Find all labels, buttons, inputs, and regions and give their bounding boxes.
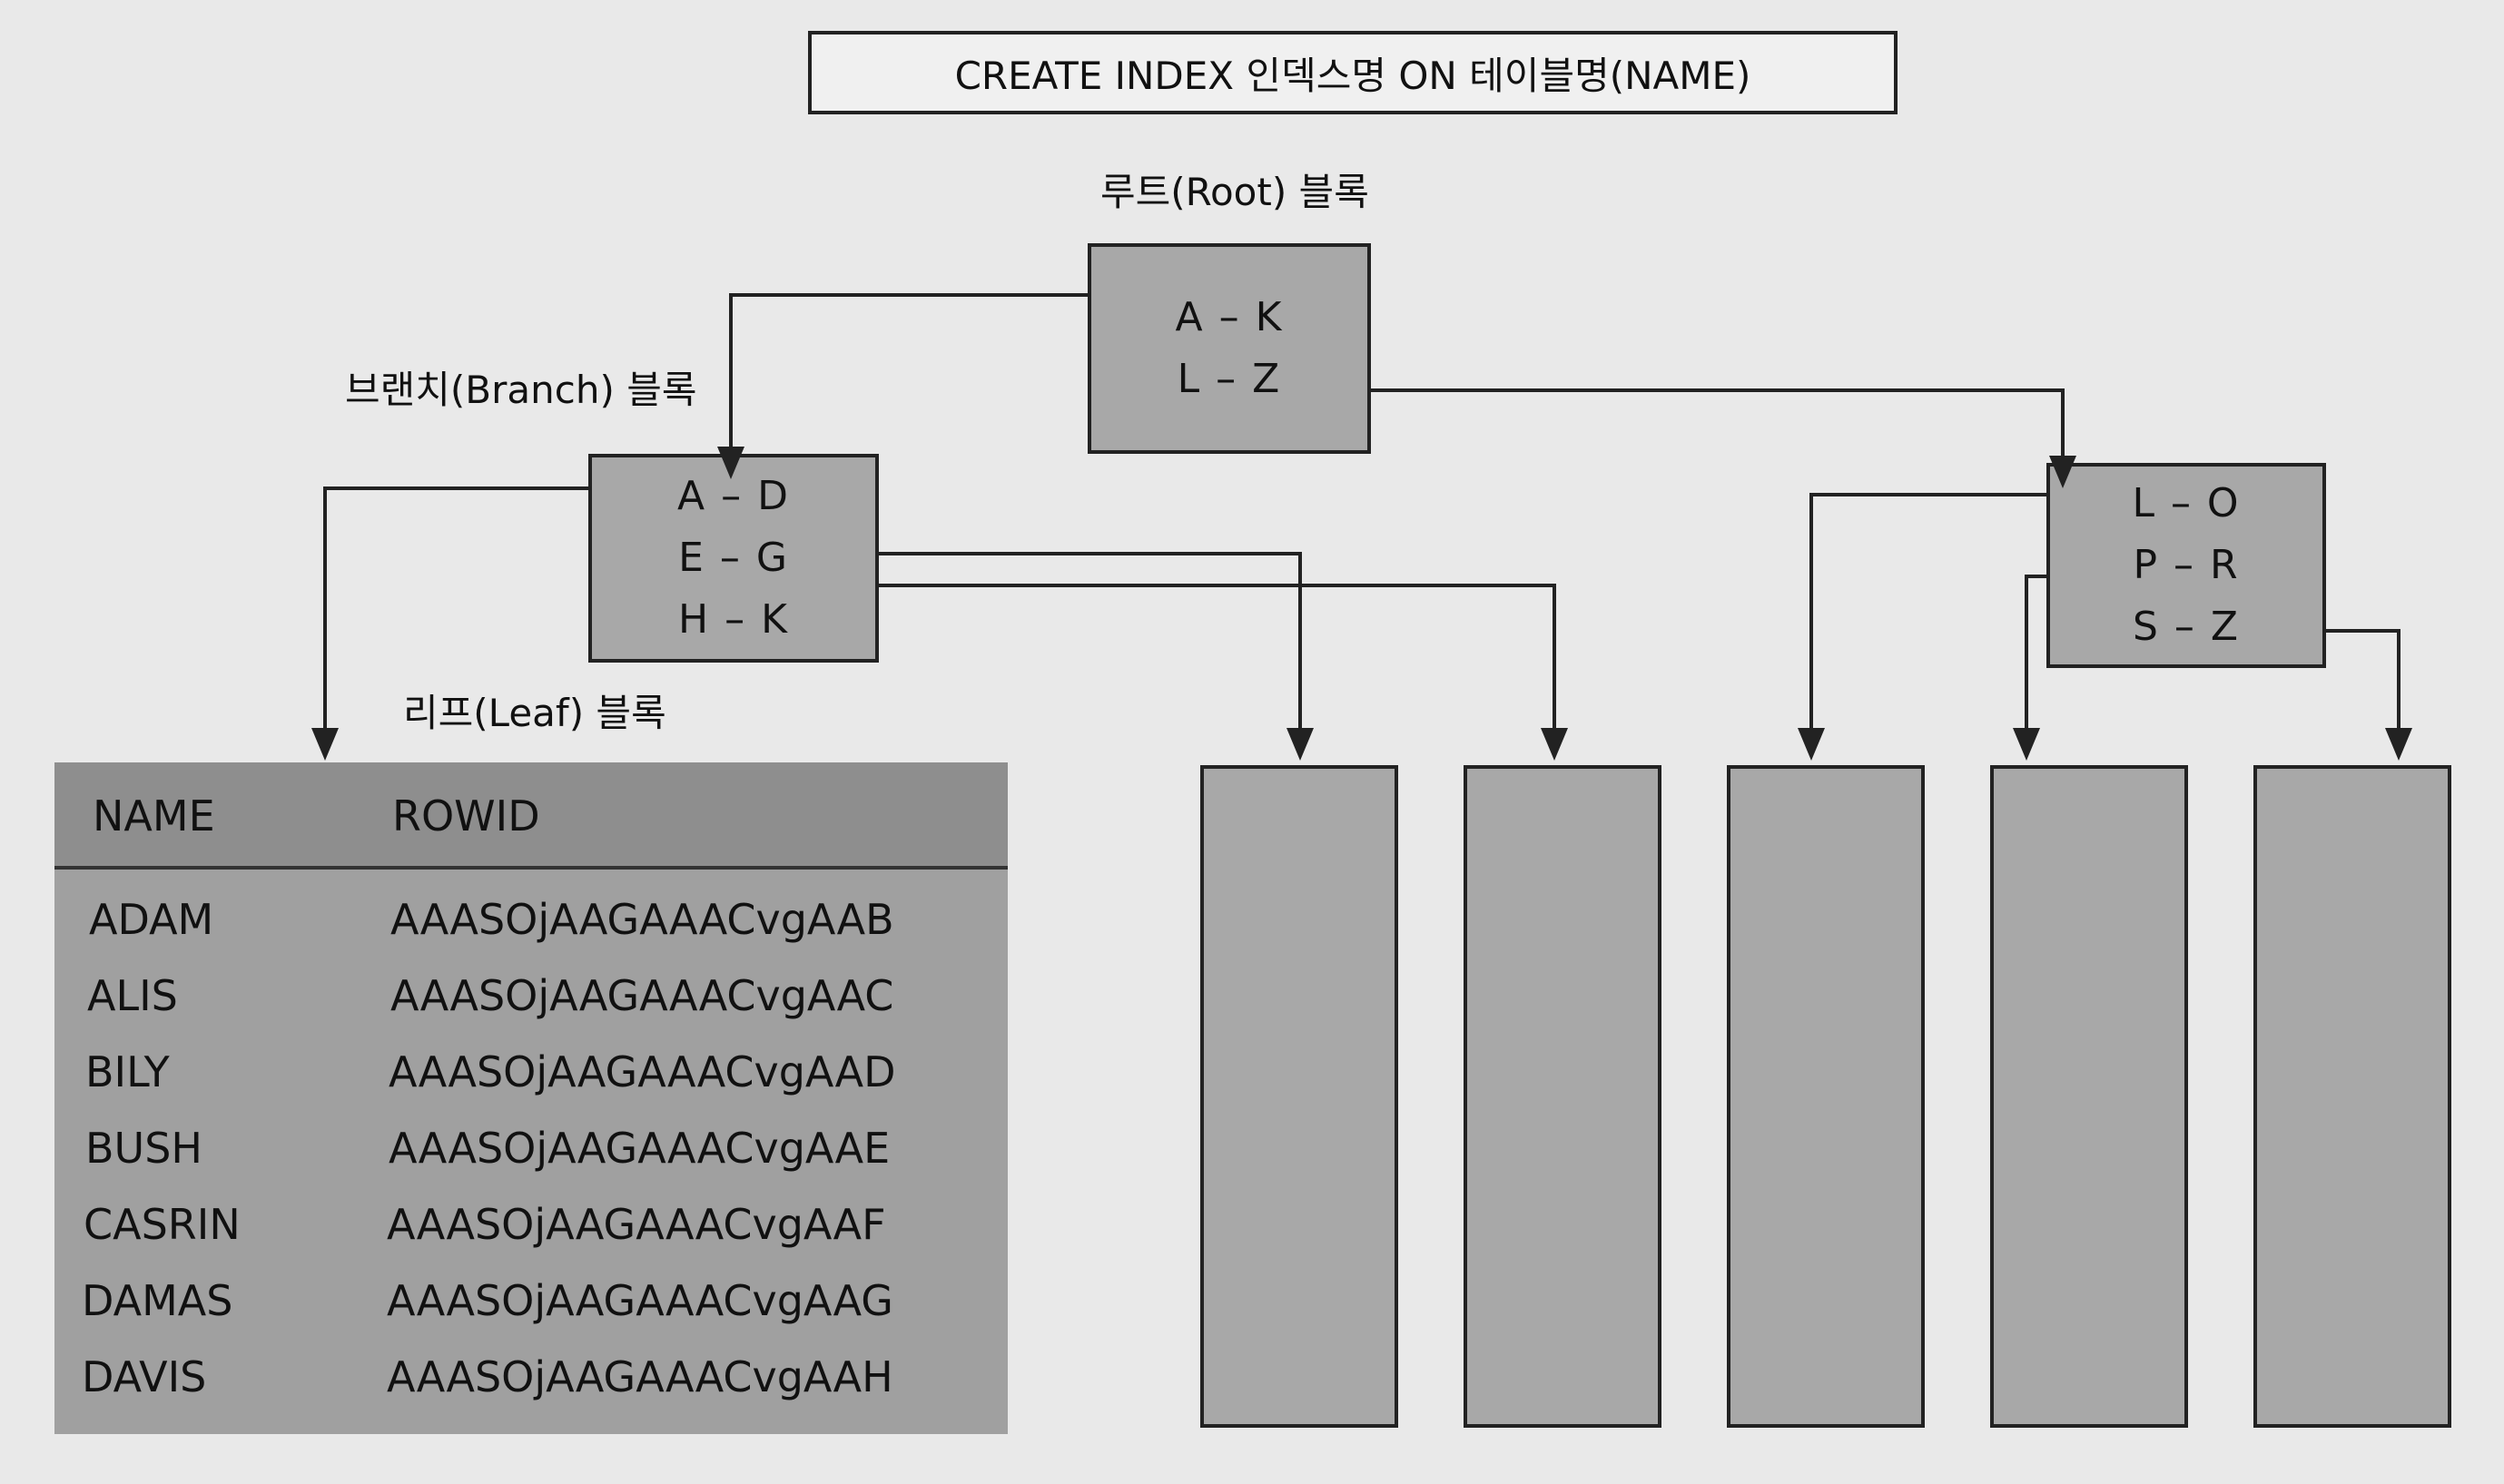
arrow-root-to-branch-right: [1371, 388, 2065, 456]
table-row: DAVIS AAASOjAAGAAACvgAAH: [54, 1340, 1008, 1416]
column-header-name: NAME: [93, 791, 215, 840]
branch-left-range-1: A – D: [677, 473, 790, 519]
cell-name: DAVIS: [82, 1352, 207, 1401]
root-block-label: 루트(Root) 블록: [1100, 170, 1369, 214]
arrow-branch-left-to-leaf-3: [879, 584, 1556, 755]
root-block: A – K L – Z: [1088, 243, 1371, 454]
arrowhead: [311, 728, 339, 761]
arrow-root-to-branch-left: [729, 293, 1088, 447]
cell-rowid: AAASOjAAGAAACvgAAB: [390, 895, 894, 944]
leaf-block-5: [1990, 765, 2188, 1428]
cell-name: BILY: [85, 1047, 170, 1096]
table-row: ADAM AAASOjAAGAAACvgAAB: [54, 882, 1008, 958]
leaf-block-2: [1200, 765, 1398, 1428]
arrowhead: [2385, 728, 2412, 761]
cell-rowid: AAASOjAAGAAACvgAAD: [389, 1047, 896, 1096]
cell-rowid: AAASOjAAGAAACvgAAF: [387, 1200, 886, 1249]
cell-rowid: AAASOjAAGAAACvgAAG: [387, 1276, 893, 1325]
branch-block-right: L – O P – R S – Z: [2046, 463, 2326, 668]
cell-name: ADAM: [89, 895, 214, 944]
arrow-branch-right-to-leaf-6: [2326, 629, 2400, 755]
leaf-block-4: [1727, 765, 1925, 1428]
branch-right-range-1: L – O: [2132, 480, 2241, 526]
branch-left-range-3: H – K: [678, 596, 789, 643]
root-range-2: L – Z: [1177, 356, 1282, 402]
cell-rowid: AAASOjAAGAAACvgAAE: [389, 1124, 891, 1173]
cell-rowid: AAASOjAAGAAACvgAAH: [387, 1352, 893, 1401]
column-header-rowid: ROWID: [392, 791, 540, 840]
create-index-statement: CREATE INDEX 인덱스명 ON 테이블명(NAME): [808, 31, 1898, 114]
cell-name: BUSH: [85, 1124, 203, 1173]
table-row: CASRIN AAASOjAAGAAACvgAAF: [54, 1187, 1008, 1263]
leaf-block-3: [1464, 765, 1661, 1428]
table-row: BILY AAASOjAAGAAACvgAAD: [54, 1035, 1008, 1111]
branch-right-range-2: P – R: [2133, 542, 2240, 588]
branch-block-left: A – D E – G H – K: [588, 454, 879, 663]
leaf-block-6: [2253, 765, 2451, 1428]
arrowhead: [1541, 728, 1568, 761]
branch-left-range-2: E – G: [678, 535, 789, 581]
arrow-branch-left-to-leaf-2: [879, 552, 1302, 755]
arrowhead: [1798, 728, 1825, 761]
root-range-1: A – K: [1175, 294, 1284, 340]
leaf-block-label: 리프(Leaf) 블록: [403, 691, 666, 735]
leaf-block-table: NAME ROWID ADAM AAASOjAAGAAACvgAAB ALIS …: [54, 762, 1008, 1434]
branch-block-label: 브랜치(Branch) 블록: [345, 368, 697, 412]
table-row: BUSH AAASOjAAGAAACvgAAE: [54, 1111, 1008, 1187]
leaf-table-header: NAME ROWID: [54, 762, 1008, 870]
arrow-branch-right-to-leaf-4: [1809, 493, 2046, 755]
arrowhead: [2013, 728, 2040, 761]
branch-right-range-3: S – Z: [2132, 604, 2241, 650]
arrow-branch-right-to-leaf-5: [2025, 575, 2046, 755]
table-row: ALIS AAASOjAAGAAACvgAAC: [54, 958, 1008, 1035]
cell-name: DAMAS: [82, 1276, 233, 1325]
cell-rowid: AAASOjAAGAAACvgAAC: [390, 971, 894, 1020]
table-row: DAMAS AAASOjAAGAAACvgAAG: [54, 1263, 1008, 1340]
cell-name: CASRIN: [84, 1200, 241, 1249]
cell-name: ALIS: [87, 971, 178, 1020]
arrowhead: [1287, 728, 1314, 761]
